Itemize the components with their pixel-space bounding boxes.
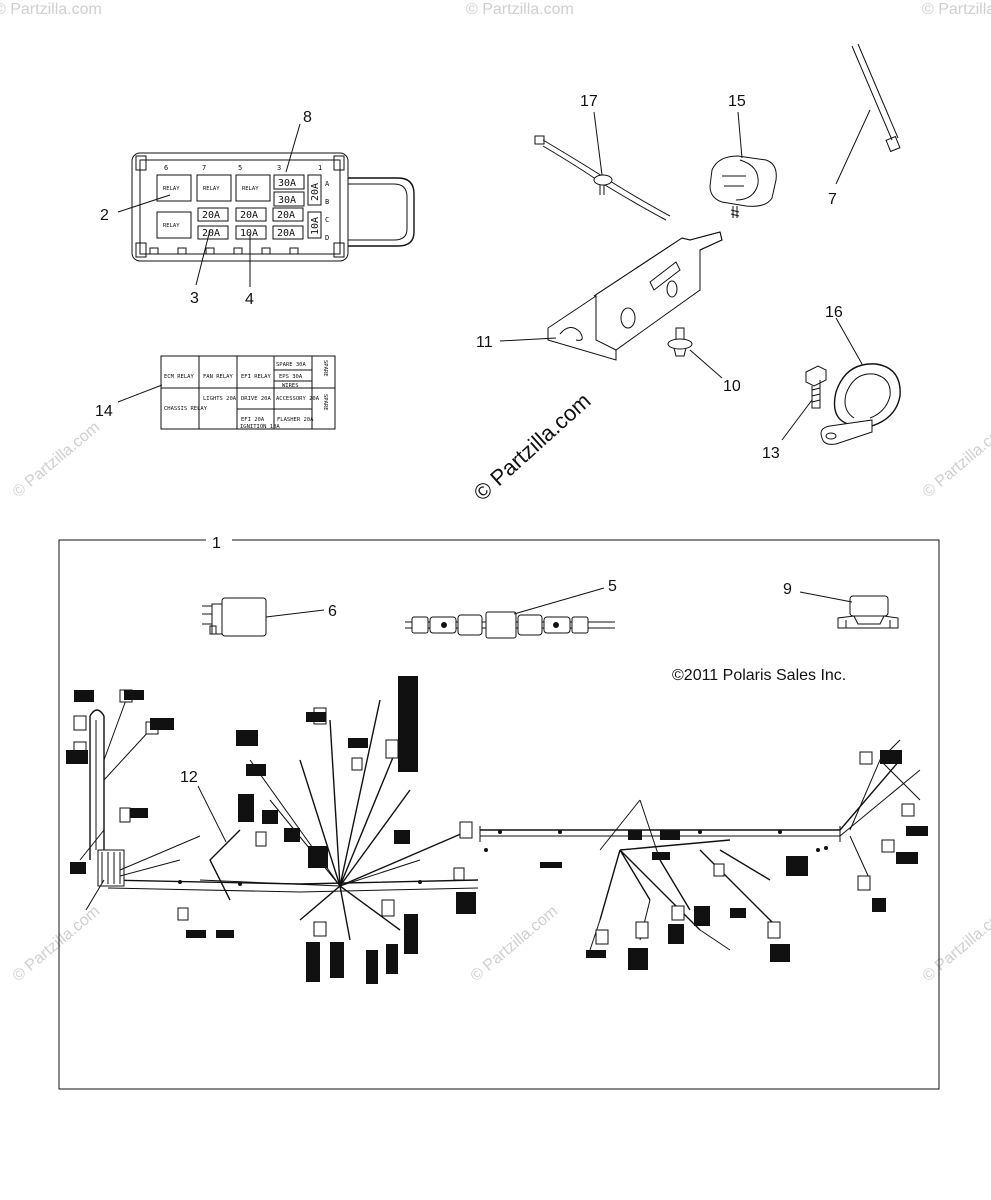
jumper-harness: [405, 611, 615, 639]
fuse-label-cell: EFI 20A: [241, 417, 265, 423]
fuse-label-cell: IGNITION 10A: [240, 424, 280, 430]
fuse-rating: 20A: [277, 210, 295, 221]
copyright-notice: ©2011 Polaris Sales Inc.: [672, 667, 846, 684]
harness-clip: [709, 155, 777, 218]
fuse-slot: [197, 225, 229, 240]
fuse-rating: 10A: [240, 228, 258, 239]
fuse-box-slot-number: 7: [202, 164, 206, 172]
relay-label: RELAY: [242, 186, 259, 192]
watermark-corner: © Partzilla.com: [920, 419, 991, 501]
fuse-label-cell: EFI RELAY: [241, 374, 271, 380]
callout-4: 4: [245, 291, 254, 308]
watermark-corner: © Partzilla.com: [0, 1, 102, 18]
harness-frame: [58, 539, 940, 1090]
fuse-label-cell: LIGHTS 20A: [203, 396, 237, 402]
p-clamp: [820, 363, 901, 445]
fuse-slot: [272, 225, 304, 240]
fuse-label-cell: CHASSIS RELAY: [164, 406, 208, 412]
fuse-label-cell: DRIVE 20A: [241, 396, 271, 402]
fuse-label-cell: SPARE 30A: [276, 362, 306, 368]
mounting-bracket: [547, 231, 723, 361]
fuse-box: 6 7 5 3 1 RELAY RELAY RELAY RELAY 30A 30…: [131, 152, 415, 262]
main-wire-harness: [66, 676, 928, 984]
fuse-rating: 30A: [278, 195, 296, 206]
watermark-corner: © Partzilla.com: [466, 1, 574, 18]
relay-slot: [196, 174, 232, 202]
watermark-corner: © Partzilla.com: [920, 903, 991, 985]
cable-tie: [851, 43, 901, 153]
fuse-rating: 10A: [310, 217, 321, 235]
fuse-rating: 20A: [310, 183, 321, 201]
fuse-label-cell: SPARE: [322, 360, 328, 377]
fuse-box-row-letter: D: [325, 234, 329, 242]
callout-13: 13: [762, 445, 780, 462]
fuse-slot: [273, 174, 305, 190]
watermark-corner: © Partzilla.com: [10, 419, 104, 501]
fuse-rating: 20A: [202, 210, 220, 221]
fuse-box-slot-number: 3: [277, 164, 281, 172]
fuse-box-handle-inner: [342, 183, 408, 241]
fuse-label-cell: WIRES: [282, 383, 299, 389]
fuse-slot: [272, 207, 304, 222]
callout-1: 1: [212, 535, 221, 552]
fuse-box-row-letter: B: [325, 198, 329, 206]
callout-8: 8: [303, 109, 312, 126]
relay-part: [202, 597, 267, 637]
fuse-box-row-letter: A: [325, 180, 330, 188]
circuit-breaker: [837, 595, 899, 629]
callout-2: 2: [100, 207, 109, 224]
callout-14: 14: [95, 403, 113, 420]
fuse-label-cell: FLASHER 20A: [277, 417, 314, 423]
callout-10: 10: [723, 378, 741, 395]
fuse-label-cell: ACCESSORY 20A: [276, 396, 320, 402]
fuse-label-cell: EPS 30A: [279, 374, 303, 380]
watermark-center: © Partzilla.com: [469, 388, 596, 506]
callout-9: 9: [783, 581, 792, 598]
fuse-slot: [235, 207, 267, 222]
cable-tie-mount: [534, 135, 671, 221]
fuse-label-cell: ECM RELAY: [164, 374, 194, 380]
relay-label: RELAY: [163, 223, 180, 229]
fuse-box-handle: [342, 177, 415, 247]
fuse-slot: [197, 207, 229, 222]
callout-3: 3: [190, 290, 199, 307]
callout-11: 11: [476, 334, 493, 351]
fuse-box-row-letter: C: [325, 216, 329, 224]
fuse-label-cell: FAN RELAY: [203, 374, 233, 380]
fuse-label-cell: SPARE: [322, 394, 328, 411]
fuse-rating: 20A: [202, 228, 220, 239]
callout-16: 16: [825, 304, 843, 321]
callout-6: 6: [328, 603, 337, 620]
fuse-rating: 20A: [277, 228, 295, 239]
watermark-corner: © Partzilla.com: [468, 903, 562, 985]
fuse-slot: [235, 225, 267, 240]
callout-12: 12: [180, 769, 198, 786]
fuse-box-inner: [139, 159, 341, 255]
fuse-slot: [273, 191, 305, 207]
callout-17: 17: [580, 93, 598, 110]
relay-slot: [156, 211, 192, 239]
callout-15: 15: [728, 93, 746, 110]
relay-slot: [235, 174, 271, 202]
callout-5: 5: [608, 578, 617, 595]
fuse-rating: 20A: [240, 210, 258, 221]
watermark-corner: © Partzilla.com: [10, 903, 104, 985]
fuse-slot: [307, 174, 322, 206]
callout-7: 7: [828, 191, 837, 208]
relay-label: RELAY: [163, 186, 180, 192]
fuse-slot: [307, 211, 322, 239]
fuse-label-decal: ECM RELAY FAN RELAY EFI RELAY SPARE 30A …: [160, 355, 336, 430]
relay-slot: [156, 174, 192, 202]
fuse-box-slot-number: 1: [318, 164, 322, 172]
bolt: [805, 365, 827, 409]
watermark-corner: © Partzilla.com: [922, 1, 991, 18]
fuse-box-slot-number: 5: [238, 164, 242, 172]
push-rivet: [667, 327, 693, 357]
fuse-rating: 30A: [278, 178, 296, 189]
relay-label: RELAY: [203, 186, 220, 192]
fuse-box-slot-number: 6: [164, 164, 168, 172]
